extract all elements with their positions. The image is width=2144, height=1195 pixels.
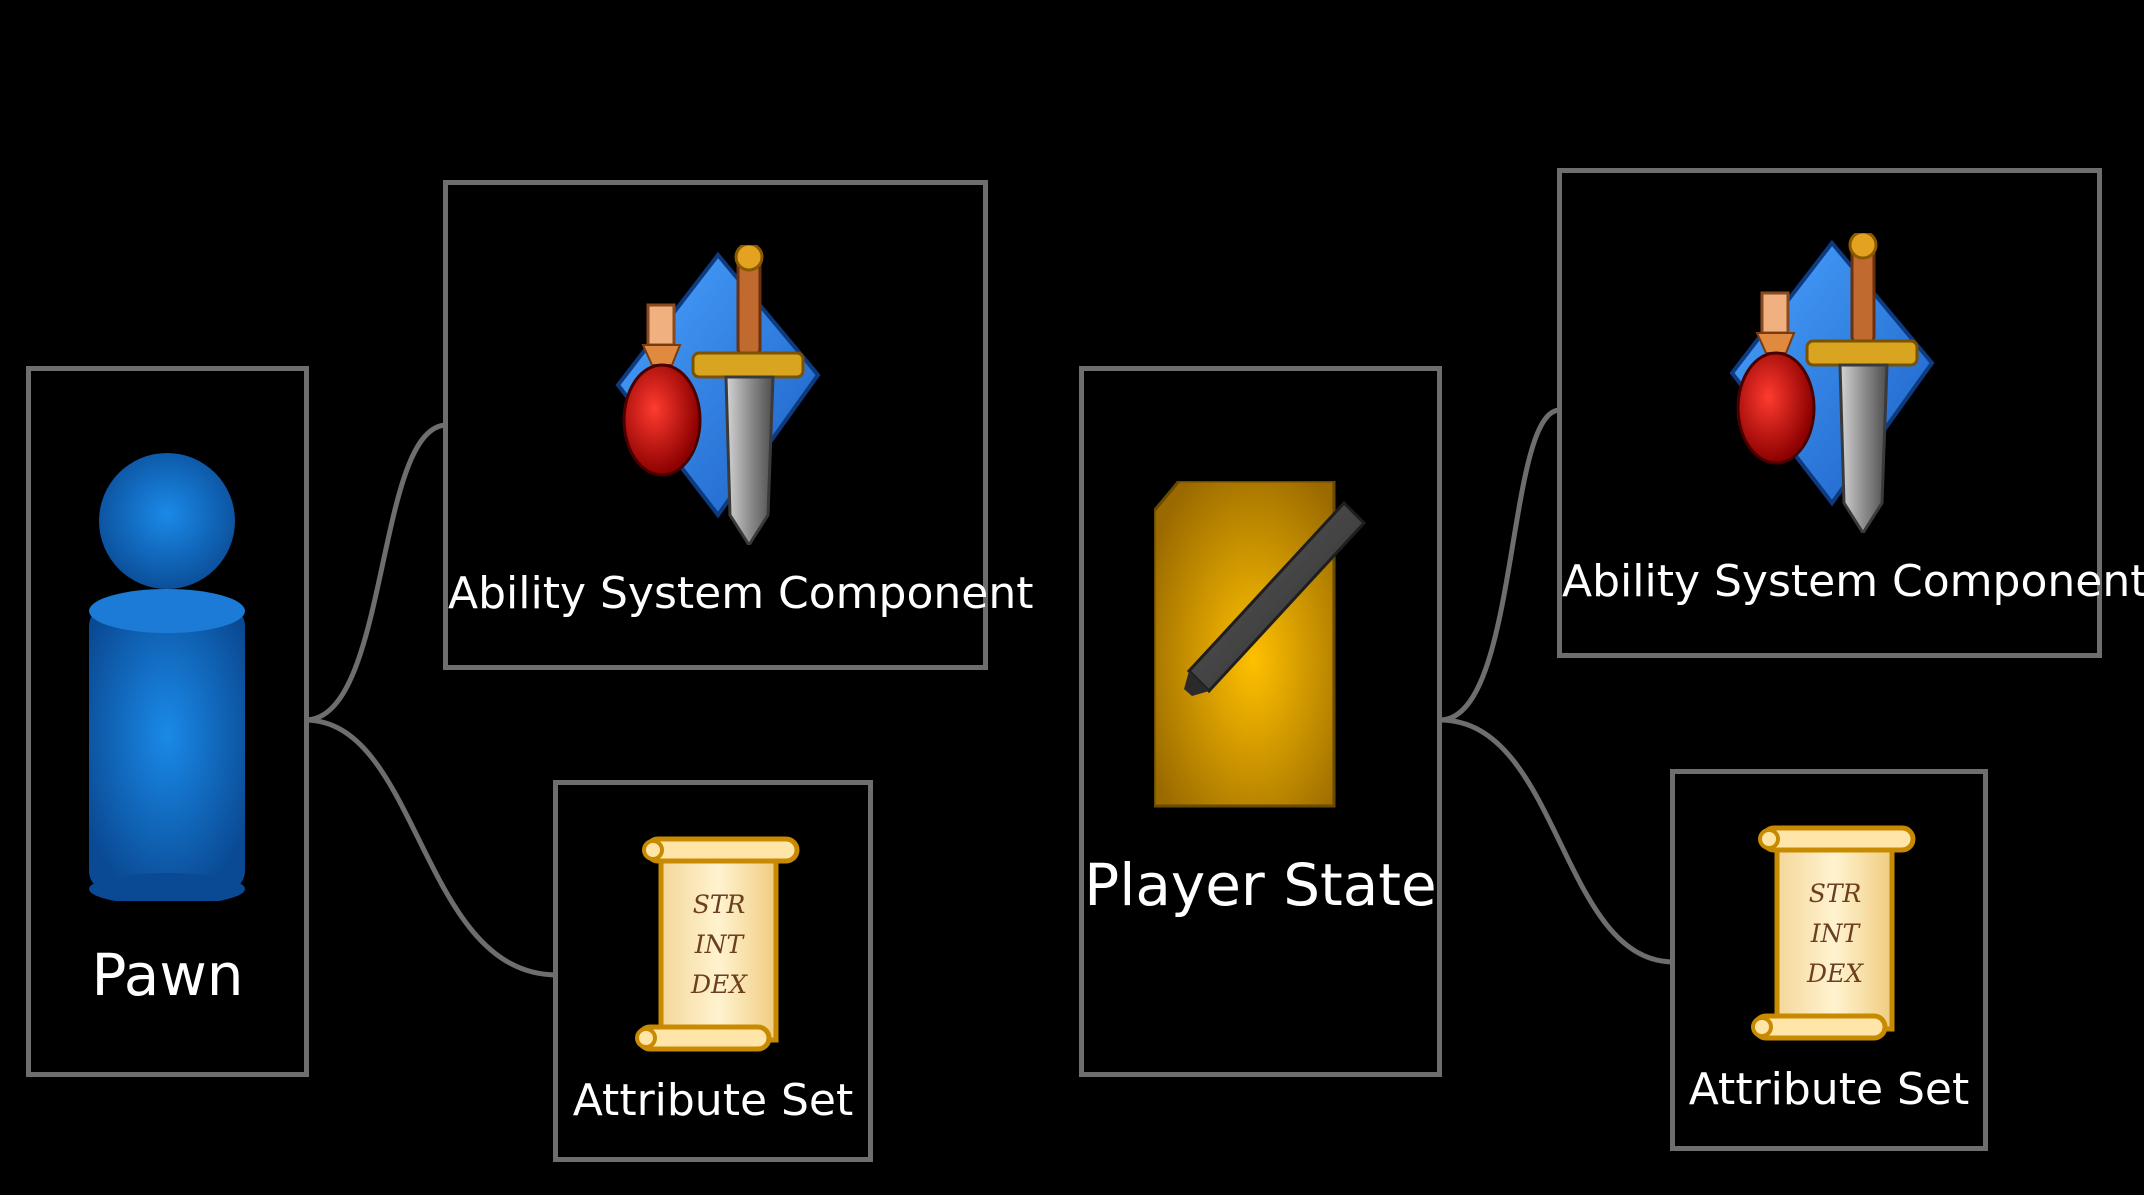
player-state-box: Player State [1079, 366, 1442, 1077]
scroll-line-str: STR [1809, 879, 1862, 908]
player-state-label: Player State [1084, 851, 1437, 919]
pawn-box: Pawn [26, 366, 309, 1077]
pawn-figure-icon [89, 453, 245, 901]
player-state-ability-system-component-box: Ability System Component [1557, 168, 2144, 658]
scroll-line-dex: DEX [1806, 959, 1864, 988]
connector-player-state-to-asc [1439, 407, 1561, 723]
player-state-ability-system-component-label: Ability System Component [1562, 556, 2144, 607]
pawn-ability-system-component-label: Ability System Component [448, 568, 1034, 619]
scroll-icon: STR INT DEX [635, 836, 800, 1052]
potion-sword-icon [615, 245, 821, 545]
scroll-line-int: INT [694, 930, 746, 959]
player-state-attribute-set-box: STR INT DEX Attribute Set [1670, 769, 1988, 1151]
player-state-attribute-set-label: Attribute Set [1688, 1064, 1970, 1115]
pawn-attribute-set-box: STR INT DEX Attribute Set [553, 780, 873, 1162]
document-pencil-icon [1154, 481, 1367, 808]
scroll-line-int: INT [1810, 919, 1862, 948]
scroll-icon: STR INT DEX [1751, 825, 1916, 1041]
pawn-label: Pawn [91, 941, 244, 1009]
scroll-line-str: STR [693, 890, 746, 919]
potion-sword-icon [1729, 233, 1935, 533]
pawn-attribute-set-label: Attribute Set [572, 1075, 854, 1126]
connector-pawn-to-asc [304, 422, 448, 723]
connector-player-state-to-attribute-set [1439, 717, 1675, 965]
connector-pawn-to-attribute-set [304, 717, 558, 978]
pawn-ability-system-component-box: Ability System Component [443, 180, 1034, 670]
scroll-line-dex: DEX [690, 970, 748, 999]
